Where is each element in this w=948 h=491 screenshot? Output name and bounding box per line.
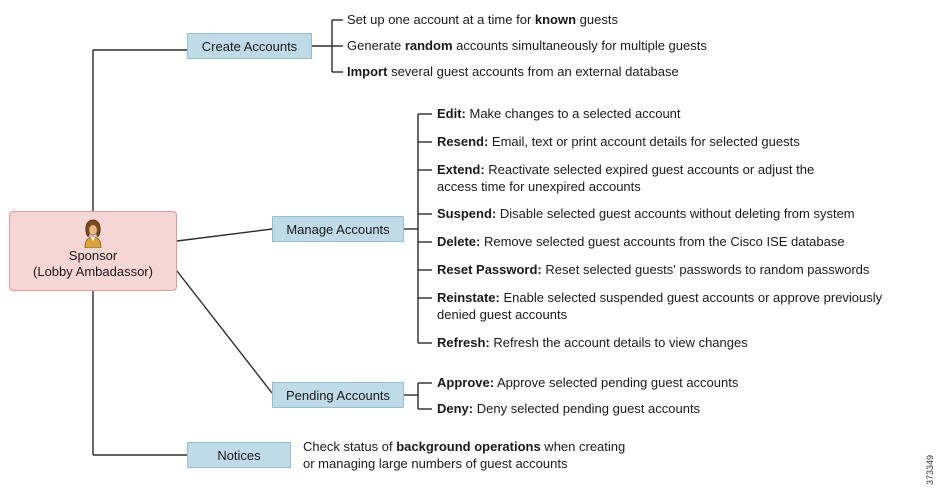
create-accounts-node: Create Accounts xyxy=(187,33,312,59)
manage-item-resend: Resend: Email, text or print account det… xyxy=(437,134,800,149)
manage-item-delete: Delete: Remove selected guest accounts f… xyxy=(437,234,845,249)
pending-accounts-node: Pending Accounts xyxy=(272,382,404,408)
manage-accounts-label: Manage Accounts xyxy=(286,222,390,237)
notices-description: Check status of background operations wh… xyxy=(303,439,626,471)
manage-item-extend: Extend: Reactivate selected expired gues… xyxy=(437,162,815,194)
sponsor-subtitle: (Lobby Ambadassor) xyxy=(33,264,153,279)
notices-label: Notices xyxy=(217,448,261,463)
manage-item-edit: Edit: Make changes to a selected account xyxy=(437,106,681,121)
figure-id: 373349 xyxy=(925,454,935,485)
create-item-2: Generate random accounts simultaneously … xyxy=(347,38,707,53)
pending-accounts-label: Pending Accounts xyxy=(285,388,391,403)
create-accounts-label: Create Accounts xyxy=(201,39,298,54)
manage-item-refresh: Refresh: Refresh the account details to … xyxy=(437,335,748,350)
notices-node: Notices xyxy=(187,442,291,468)
manage-item-reinstate: Reinstate: Enable selected suspended gue… xyxy=(437,290,883,322)
sponsor-node: Sponsor (Lobby Ambadassor) xyxy=(9,211,177,291)
manage-accounts-node: Manage Accounts xyxy=(272,216,404,242)
sponsor-title: Sponsor xyxy=(68,248,118,263)
pending-item-approve: Approve: Approve selected pending guest … xyxy=(437,375,739,390)
create-item-3: Import several guest accounts from an ex… xyxy=(347,64,679,79)
manage-item-reset-password: Reset Password: Reset selected guests' p… xyxy=(437,262,870,277)
manage-item-suspend: Suspend: Disable selected guest accounts… xyxy=(437,206,855,221)
pending-item-deny: Deny: Deny selected pending guest accoun… xyxy=(437,401,701,416)
person-icon xyxy=(84,219,102,248)
create-item-1: Set up one account at a time for known g… xyxy=(347,12,618,27)
